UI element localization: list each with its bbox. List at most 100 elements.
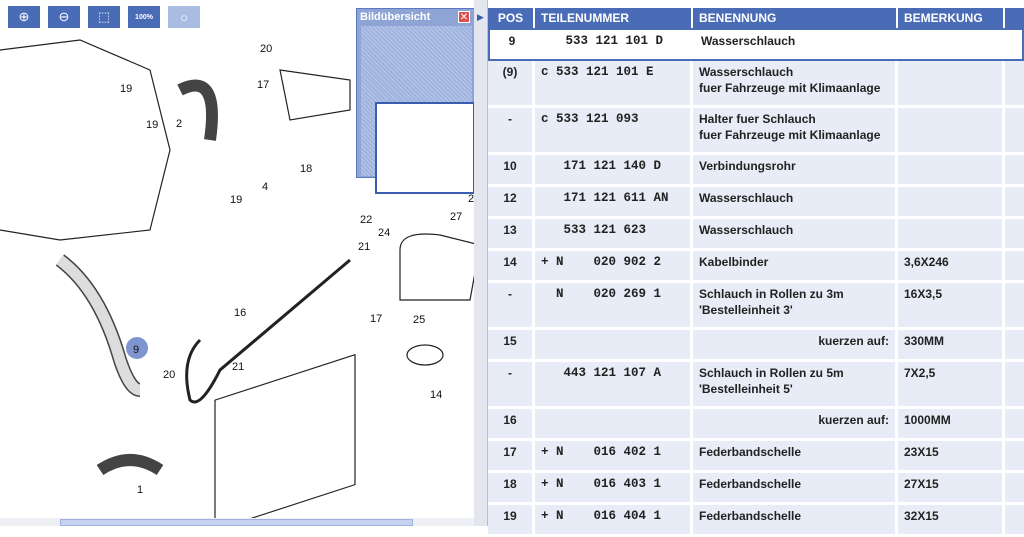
name-line: Federbandschelle [699,477,802,491]
callout: 2 [176,118,182,130]
close-icon[interactable]: ✕ [458,11,470,23]
callout: 24 [378,227,390,239]
parts-diagram[interactable]: 20 17 19 2 19 18 4 19 26 22 24 27 21 16 … [0,30,474,518]
name-line: Wasserschlauch [701,34,796,48]
tank-drawing [399,233,474,301]
radiator-drawing [214,353,356,518]
cell-part-number: N 020 269 1 [535,283,693,327]
cell-pos: - [488,108,535,152]
overview-title: Bildübersicht [360,11,431,23]
name-note: fuer Fahrzeuge mit Klimaanlage [699,81,881,95]
scrollbar-thumb[interactable] [60,519,413,526]
collapse-arrow-icon[interactable]: ▶ [477,12,484,22]
cell-part-number: + N 020 902 2 [535,251,693,280]
cell-name: kuerzen auf: [693,330,898,359]
callout: 25 [413,314,425,326]
cell-pos: 16 [488,409,535,438]
callouts: 20 17 19 2 19 18 4 19 26 22 24 27 21 16 … [120,43,474,496]
name-line: Wasserschlauch [699,65,794,79]
cell-name: Federbandschelle [693,505,898,534]
cell-remark [898,219,1005,248]
panel-splitter[interactable] [474,0,488,526]
selected-callout-marker [126,337,148,359]
overview-thumbnail[interactable] [361,26,474,194]
cell-pos: (9) [488,61,535,105]
zoom-out-button[interactable]: ⊖ [48,6,80,28]
zoom-area-button[interactable]: ⬚ [88,6,120,28]
zoom-in-button[interactable]: ⊕ [8,6,40,28]
cell-extra [1005,251,1024,280]
callout: 9 [133,344,139,356]
cell-name: Verbindungsrohr [693,155,898,184]
cell-pos: 15 [488,330,535,359]
callout: 16 [234,307,246,319]
zoom-area-icon: ⬚ [97,9,111,24]
cell-pos: 17 [488,441,535,470]
cell-name: Wasserschlauch [695,30,900,59]
name-line: Federbandschelle [699,509,802,523]
cell-extra [1005,362,1024,406]
zoom-out-icon: ⊖ [58,9,70,24]
cell-remark [898,155,1005,184]
callout: 20 [260,43,272,55]
cell-name: Federbandschelle [693,441,898,470]
cell-part-number: c 533 121 101 E [535,61,693,105]
cell-pos: 14 [488,251,535,280]
callout: 21 [232,361,244,373]
name-line: Halter fuer Schlauch [699,112,816,126]
magnifier-icon: ○ [180,9,188,25]
callout: 17 [370,313,382,325]
cell-part-number [535,409,693,438]
cell-part-number: + N 016 404 1 [535,505,693,534]
zoom-100-button[interactable]: 100% [128,6,160,28]
callout: 26 [468,193,474,205]
cell-name: Schlauch in Rollen zu 3m 'Bestelleinheit … [693,283,898,327]
parts-table: POS TEILENUMMER BENENNUNG BEMERKUNG 9 53… [488,8,1024,537]
header-extra [1005,8,1024,28]
header-benennung[interactable]: BENENNUNG [693,8,898,28]
overview-window[interactable]: Bildübersicht ✕ [356,8,474,194]
table-row[interactable]: - N 020 269 1 Schlauch in Rollen zu 3m 'Be… [488,283,1024,330]
cell-pos: 12 [488,187,535,216]
table-header: POS TEILENUMMER BENENNUNG BEMERKUNG [488,8,1024,28]
cell-part-number: + N 016 402 1 [535,441,693,470]
header-teilenummer[interactable]: TEILENUMMER [535,8,693,28]
viewport-frame[interactable] [375,102,474,194]
header-pos[interactable]: POS [488,8,535,28]
callout: 19 [230,194,242,206]
name-line: Schlauch in Rollen zu 3m [699,287,844,301]
cell-pos: 13 [488,219,535,248]
callout: 21 [358,241,370,253]
cell-name: Schlauch in Rollen zu 5m'Bestelleinheit … [693,362,898,406]
zoom-fit-button: ○ [168,6,200,28]
cell-extra [1005,505,1024,534]
cell-remark: 7X2,5 [898,362,1005,406]
table-row[interactable]: (9)c 533 121 101 E Wasserschlauch fuer Fah… [488,61,1024,108]
callout: 20 [163,369,175,381]
cell-remark: 27X15 [898,473,1005,502]
cell-pos: - [488,283,535,327]
diagram-panel[interactable]: 20 17 19 2 19 18 4 19 26 22 24 27 21 16 … [0,0,474,526]
cell-name: Wasserschlauch fuer Fahrzeuge mit Klimaan… [693,61,898,105]
header-bemerkung[interactable]: BEMERKUNG [898,8,1005,28]
cell-part-number [535,330,693,359]
cell-part-number: 443 121 107 A [535,362,693,406]
cell-name: kuerzen auf: [693,409,898,438]
zoom-in-icon: ⊕ [18,9,30,24]
name-note: 'Bestelleinheit 3' [699,303,793,317]
cell-remark: 3,6X246 [898,251,1005,280]
cell-part-number: 533 121 101 D [537,30,695,59]
